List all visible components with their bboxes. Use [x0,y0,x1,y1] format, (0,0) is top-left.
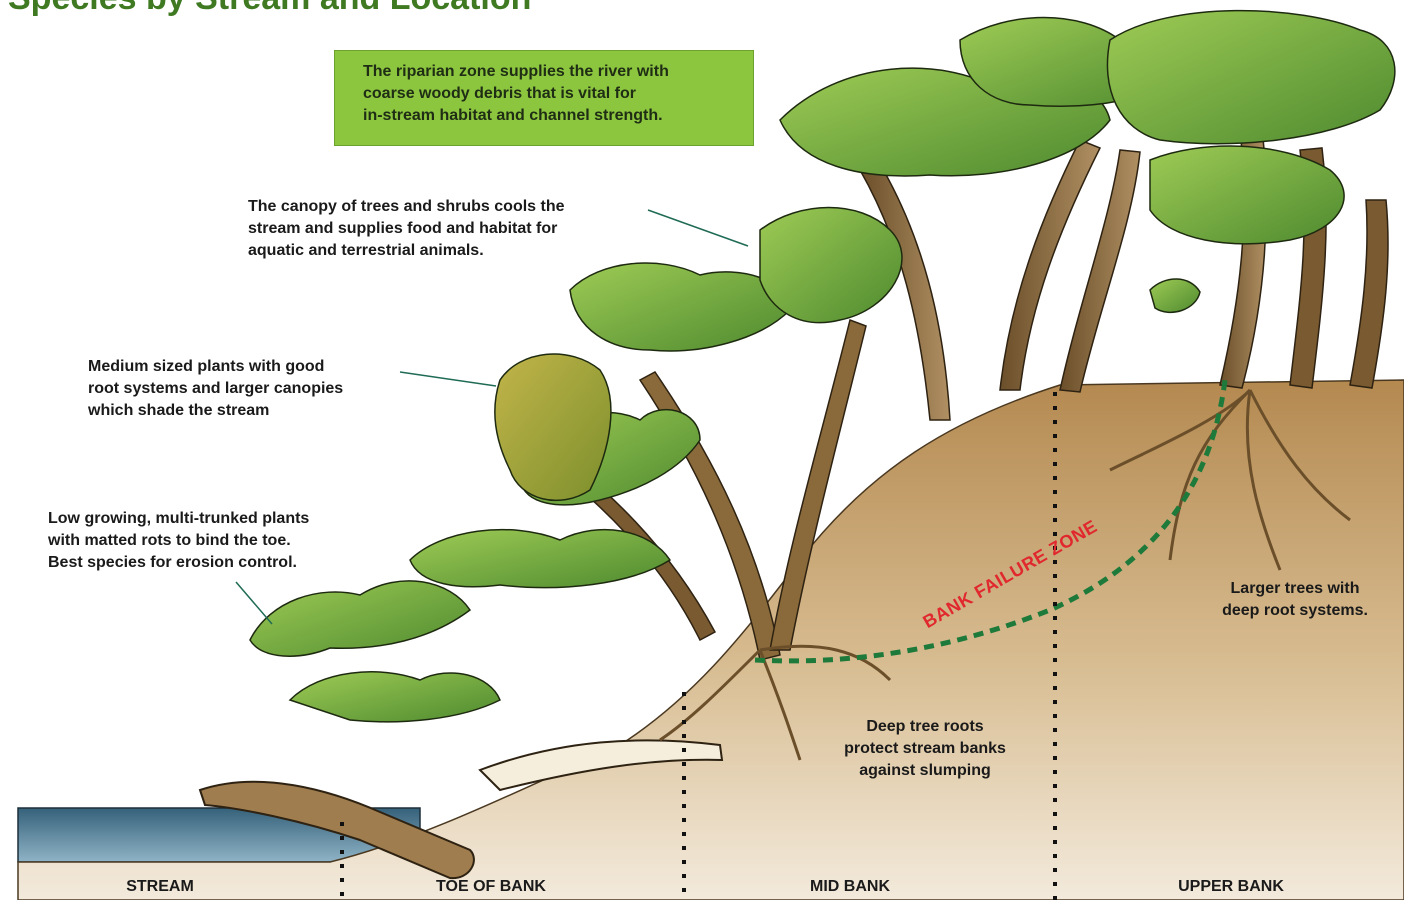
label-line: root systems and larger canopies [88,380,343,397]
zone-label-toe-of-bank: TOE OF BANK [381,878,601,896]
callout-line: coarse woody debris that is vital for [363,85,636,102]
callout-line: The riparian zone supplies the river wit… [363,63,669,80]
canopy-label: The canopy of trees and shrubs cools the… [248,196,668,262]
label-line: protect stream banks [844,740,1006,757]
medium-plants-label: Medium sized plants with good root syste… [88,356,418,422]
label-line: which shade the stream [88,402,269,419]
page-title: Species by Stream and Location [8,0,531,18]
label-line: Best species for erosion control. [48,554,297,571]
label-line: Low growing, multi-trunked plants [48,510,309,527]
label-line: Medium sized plants with good [88,358,324,375]
riparian-callout-text: The riparian zone supplies the river wit… [363,61,743,127]
label-line: Deep tree roots [866,718,983,735]
label-line: with matted rots to bind the toe. [48,532,291,549]
label-line: deep root systems. [1222,602,1368,619]
label-line: Larger trees with [1231,580,1360,597]
label-line: aquatic and terrestrial animals. [248,242,484,259]
deep-roots-label: Deep tree roots protect stream banks aga… [810,716,1040,782]
zone-label-stream: STREAM [50,878,270,896]
riparian-callout: The riparian zone supplies the river wit… [334,50,754,146]
larger-trees-label: Larger trees with deep root systems. [1200,578,1390,622]
label-line: The canopy of trees and shrubs cools the [248,198,565,215]
label-line: stream and supplies food and habitat for [248,220,557,237]
zone-label-upper-bank: UPPER BANK [1121,878,1341,896]
zone-label-mid-bank: MID BANK [740,878,960,896]
callout-line: in-stream habitat and channel strength. [363,107,663,124]
label-line: against slumping [859,762,991,779]
low-plants-label: Low growing, multi-trunked plants with m… [48,508,388,574]
